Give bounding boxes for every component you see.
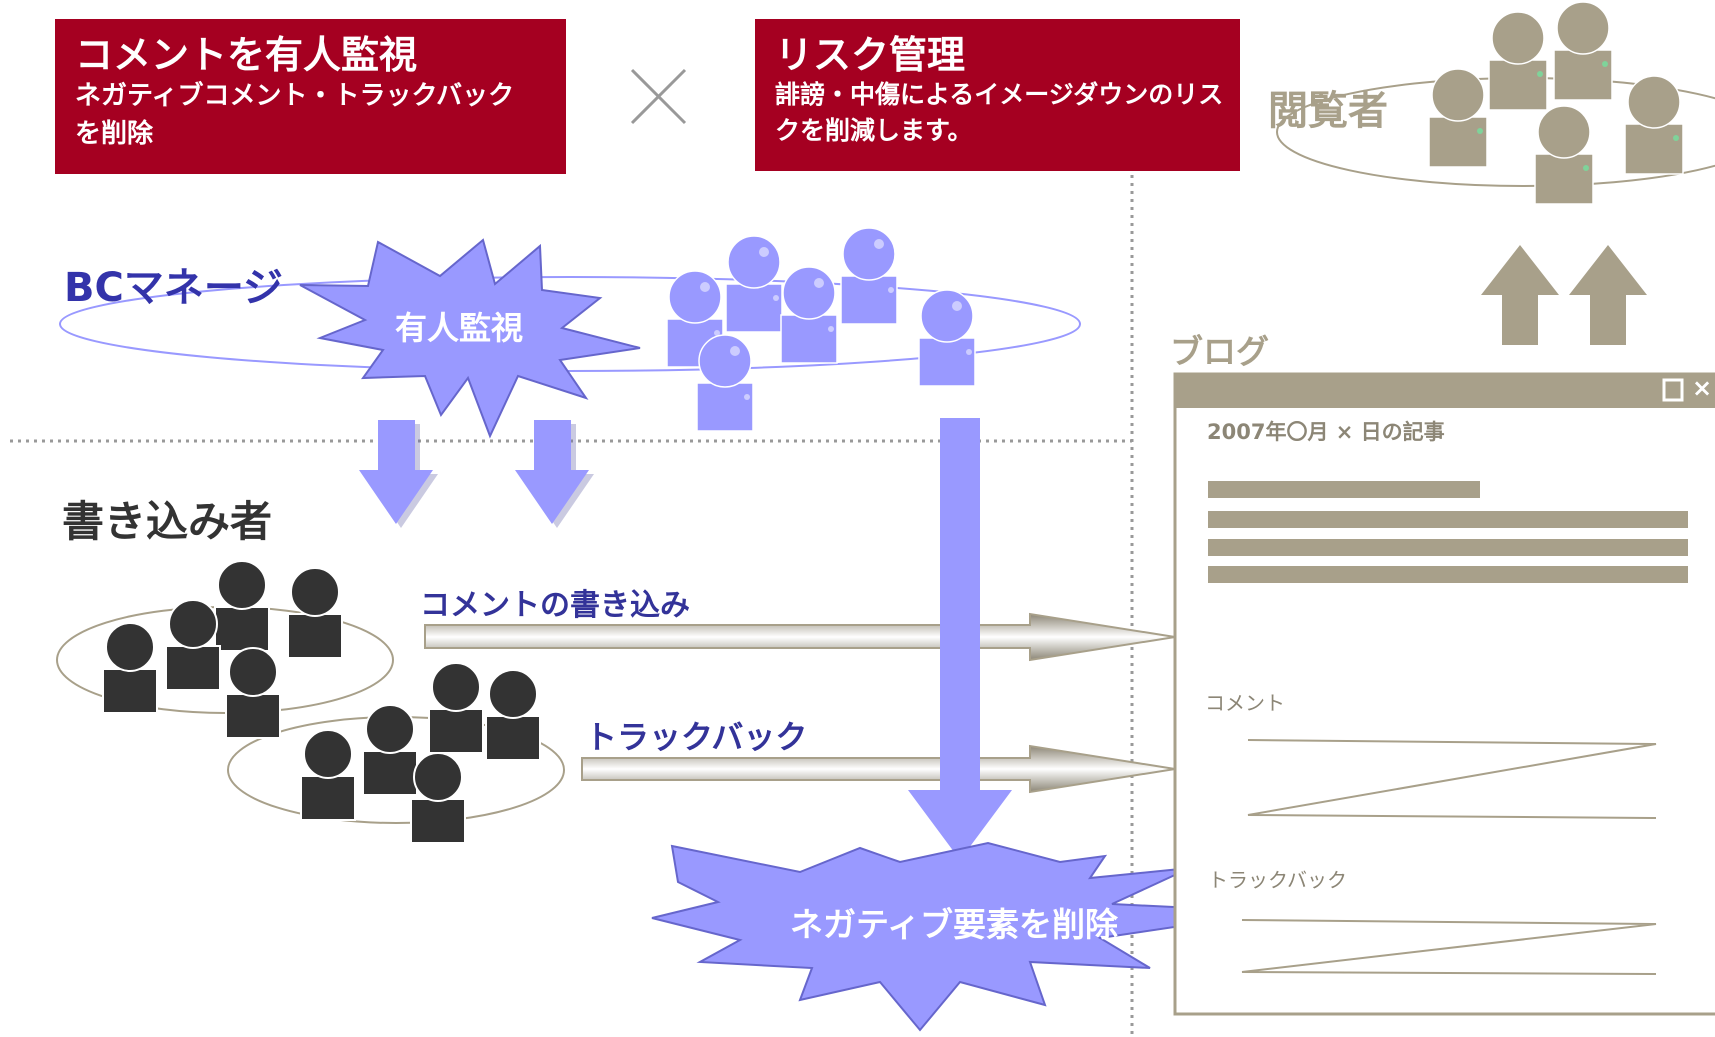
down-arrows bbox=[359, 420, 594, 528]
risk-feature-title: リスク管理 bbox=[775, 33, 966, 77]
risk-feature-box: リスク管理 誹謗・中傷によるイメージダウンのリスクを削減します。 bbox=[755, 19, 1240, 171]
blog-comment-label: コメント bbox=[1205, 691, 1285, 715]
delete-burst-label: ネガティブ要素を削除 bbox=[790, 905, 1119, 944]
risk-feature-desc: 誹謗・中傷によるイメージダウンのリスクを削減します。 bbox=[775, 80, 1224, 145]
monitor-burst bbox=[299, 238, 641, 439]
trackback-arrow-label: トラックバック bbox=[585, 718, 808, 756]
blog-label: ブログ bbox=[1170, 332, 1269, 371]
viewers-label: 閲覧者 bbox=[1268, 88, 1388, 134]
viewers-group bbox=[1276, 1, 1715, 205]
bc-manage-label: BCマネージ bbox=[64, 265, 284, 311]
delete-burst bbox=[651, 841, 1276, 1032]
monitor-feature-title: コメントを有人監視 bbox=[75, 33, 418, 77]
blog-trackback-label: トラックバック bbox=[1208, 868, 1347, 892]
close-icon: × bbox=[1692, 374, 1713, 402]
monitor-burst-label: 有人監視 bbox=[395, 309, 524, 347]
bc-manage-ellipse bbox=[59, 276, 1081, 372]
blog-window bbox=[1173, 372, 1715, 1016]
cross-mark bbox=[630, 68, 687, 125]
monitor-feature-box: コメントを有人監視 ネガティブコメント・トラックバックを削除 bbox=[55, 19, 566, 174]
comment-arrow-label: コメントの書き込み bbox=[420, 588, 690, 623]
delete-down-arrow bbox=[908, 418, 1012, 860]
monitor-feature-desc: ネガティブコメント・トラックバックを削除 bbox=[75, 81, 515, 149]
trackback-flow-arrow bbox=[581, 744, 1176, 794]
up-arrows bbox=[1481, 245, 1647, 345]
blog-post-title: 2007年〇月 × 日の記事 bbox=[1207, 420, 1445, 444]
comment-flow-arrow bbox=[424, 612, 1176, 662]
monitor-staff-group bbox=[666, 227, 976, 432]
writers-group bbox=[56, 560, 565, 844]
writers-label: 書き込み者 bbox=[62, 497, 273, 546]
